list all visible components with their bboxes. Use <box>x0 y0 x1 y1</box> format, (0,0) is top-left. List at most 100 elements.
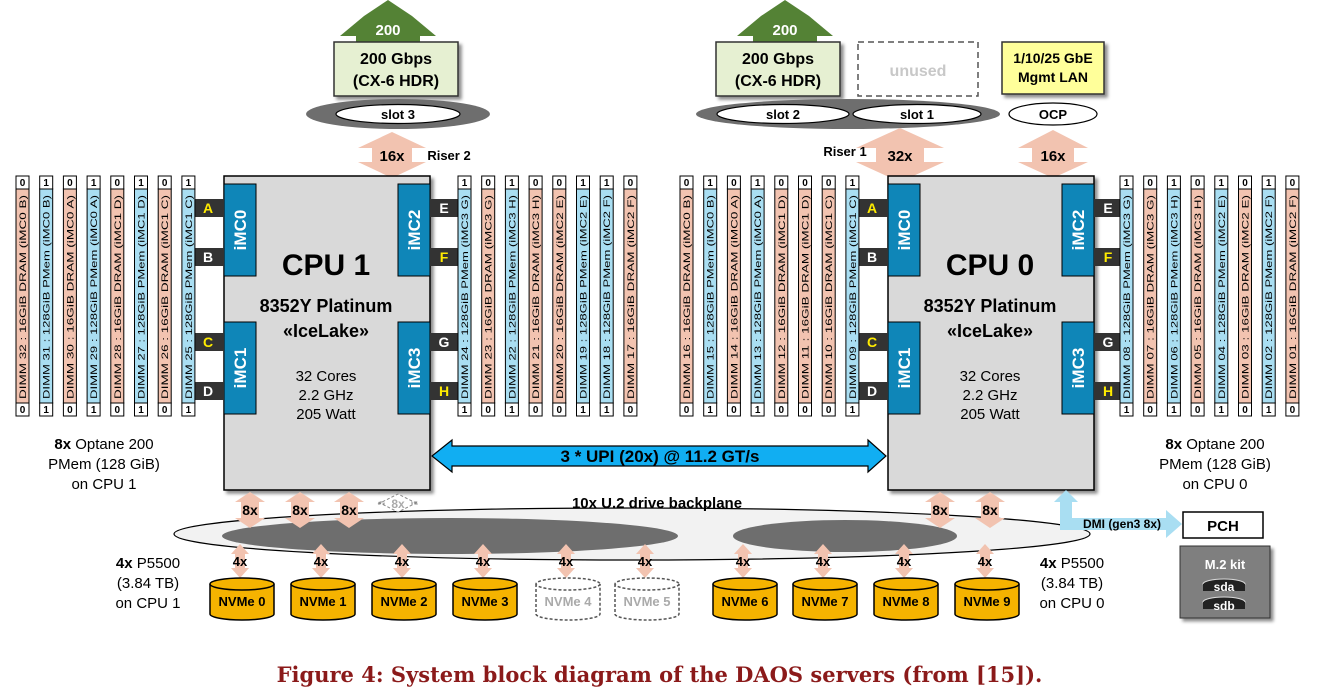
dimm-bottom-index: 0 <box>533 405 539 416</box>
dimm-top-index: 0 <box>1147 178 1153 189</box>
dimm-top-index: 1 <box>580 178 586 189</box>
drive-link <box>636 544 654 578</box>
dimm-top-index: 1 <box>707 178 713 189</box>
dimm-bottom-index: 1 <box>850 405 856 416</box>
dimm-bottom-index: 1 <box>91 405 97 416</box>
drive-body <box>452 584 518 621</box>
dimm-top-index: 1 <box>186 178 192 189</box>
drive-cap <box>535 577 601 591</box>
backplane-cpu1-half <box>222 518 678 554</box>
channel-strip <box>194 382 224 400</box>
drive-link-lanes: 4x <box>233 554 248 569</box>
drive-body <box>792 584 858 621</box>
drive-label: NVMe 1 <box>300 594 347 609</box>
channel-letter: A <box>867 200 877 216</box>
drives-label-cpu0: 4x P5500 (3.84 TB) on CPU 0 <box>1039 555 1104 612</box>
dimm-bottom-index: 0 <box>162 405 168 416</box>
channel-letter: D <box>203 383 213 399</box>
dimm-top-index: 1 <box>1124 178 1130 189</box>
dimm-bottom-cap <box>481 402 496 417</box>
dimm-top-index: 0 <box>533 178 539 189</box>
drive-label: NVMe 3 <box>462 594 509 609</box>
channel-letter: E <box>439 200 448 216</box>
dimm-bottom-cap <box>181 402 196 417</box>
disk-sda: sda <box>1202 578 1246 594</box>
m2-kit-label: M.2 kit <box>1205 557 1246 572</box>
drive-label: NVMe 0 <box>219 594 266 609</box>
nic-box-cpu1 <box>333 41 459 97</box>
drive-cap <box>209 577 275 591</box>
svg-text:8x Optane 200: 8x Optane 200 <box>54 436 153 453</box>
channel-strip <box>430 333 460 351</box>
dimm-bottom-index: 0 <box>826 405 832 416</box>
pcie-link <box>334 492 364 528</box>
drives-model-cpu1: P5500 <box>133 555 181 572</box>
dimm-bottom-cap <box>774 402 789 417</box>
imc-label: iMC1 <box>895 348 914 389</box>
mgmt-lan-box <box>1001 41 1105 95</box>
pcie-link <box>925 492 955 528</box>
dimm-bottom-index: 1 <box>755 405 761 416</box>
drive-body <box>209 584 275 621</box>
drive-label: NVMe 6 <box>722 594 769 609</box>
dimm-top-index: 1 <box>755 178 761 189</box>
drive-link <box>474 544 492 578</box>
dimm-bottom-index: 0 <box>779 405 785 416</box>
pcie-link-lanes: 8x <box>932 502 948 518</box>
drive-link-lanes: 4x <box>736 554 751 569</box>
backplane-cpu0-half <box>733 520 957 552</box>
pcie-link-lanes: 8x <box>341 502 357 518</box>
dimm-bottom-cap <box>1119 402 1134 417</box>
cpu0-block: CPU 0 8352Y Platinum «IceLake» 32 Cores … <box>858 175 1124 491</box>
drive-link <box>557 544 575 578</box>
channel-strip <box>1094 382 1124 400</box>
dimm-label: DIMM 13 : 128GiB PMem (iMC0 A) <box>753 195 764 399</box>
dimm-label: DIMM 03 : 16GiB DRAM (iMC2 E) <box>1241 195 1252 399</box>
dimm-label: DIMM 11 : 16GiB DRAM (iMC1 D) <box>801 195 812 399</box>
dimm-label: DIMM 16 : 16GiB DRAM (iMC0 B) <box>682 195 693 399</box>
dmi-link: DMI (gen3 8x) <box>1054 490 1182 538</box>
cpu0-box <box>887 175 1095 491</box>
channel-strip <box>194 248 224 266</box>
drive-link-lanes: 4x <box>978 554 993 569</box>
drives-model-cpu0: P5500 <box>1057 555 1105 572</box>
uplink-label-cpu0: 200 <box>772 22 797 39</box>
channel-letter: B <box>203 249 213 265</box>
slot2-label: slot 2 <box>766 107 800 122</box>
dimm-bottom-index: 0 <box>628 405 634 416</box>
channel-letter: G <box>439 334 450 350</box>
cpu0-model: 8352Y Platinum <box>924 296 1057 316</box>
m2-kit: M.2 kit sda sdb <box>1179 545 1271 619</box>
drive-label: NVMe 8 <box>883 594 930 609</box>
disk-sdb-label: sdb <box>1213 599 1234 613</box>
imc-label: iMC1 <box>231 348 250 389</box>
pcie-link-lanes: 8x <box>292 502 308 518</box>
drive-link-lanes: 4x <box>314 554 329 569</box>
ocp-lanes: 16x <box>1040 148 1066 165</box>
cpu1-freq: 2.2 GHz <box>298 387 353 404</box>
dimm-label: DIMM 09 : 128GiB PMem (iMC1 C) <box>848 195 859 399</box>
channel-strip <box>194 199 224 217</box>
dimm-label: DIMM 08 : 128GiB PMem (iMC3 G) <box>1122 195 1133 399</box>
disk-sda-label: sda <box>1214 580 1235 594</box>
riser1-label: Riser 1 <box>823 144 866 159</box>
dimm-label: DIMM 18 : 128GiB PMem (iMC2 F) <box>602 195 613 399</box>
optane-size-cpu0: PMem (128 GiB) <box>1159 456 1271 473</box>
drives-count-cpu0: 4x <box>1040 555 1057 572</box>
